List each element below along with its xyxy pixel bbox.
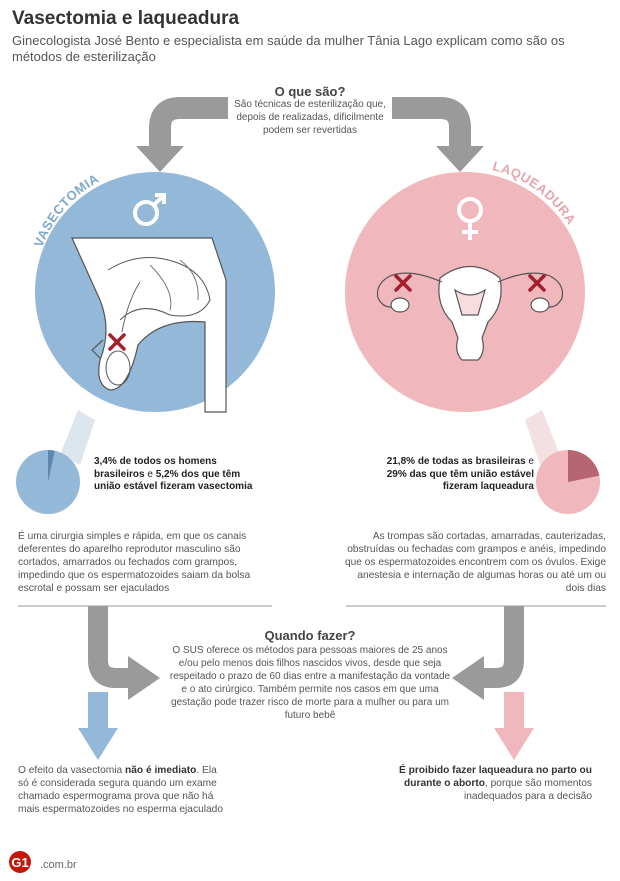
tubal-stat: 21,8% de todas as brasileiras e 29% das … <box>372 456 534 494</box>
tubal-description: As trompas são cortadas, amarradas, caut… <box>344 531 606 594</box>
uterus-illustration <box>376 266 564 361</box>
tubal-stat-connector: e <box>525 456 534 467</box>
what-are-title: O que são? <box>274 84 346 99</box>
what-are-text: São técnicas de esterilização que, depoi… <box>234 99 386 136</box>
tubal-pie-slice <box>568 450 600 482</box>
vasectomy-stat-connector: e <box>144 468 156 480</box>
g1-logo[interactable]: G1 <box>8 848 40 881</box>
vasectomy-description: É uma cirurgia simples e rápida, em que … <box>18 531 251 594</box>
vasectomy-note: O efeito da vasectomia não é imediato. E… <box>18 764 228 816</box>
tubal-pie-chart <box>536 450 600 514</box>
vasectomy-stat: 3,4% de todos os homens brasileiros e 5,… <box>94 456 264 494</box>
tubal-cut-mark-right-icon <box>528 274 546 292</box>
page-title: Vasectomia e laqueadura <box>12 8 240 29</box>
vasectomy-cut-mark-icon <box>108 333 126 351</box>
arrow-left-elbow-icon <box>88 606 130 688</box>
arrow-top-left-icon <box>149 97 228 150</box>
vasectomy-pie-slice <box>48 450 55 482</box>
arrow-blue-down-head-icon <box>78 728 118 760</box>
vasectomy-note-post: . Ela só é considerada segura quando um … <box>18 765 223 815</box>
arrow-top-left-head-icon <box>136 146 184 172</box>
g1-logo-mark: G1 <box>9 851 31 873</box>
arrow-pink-down-shaft-icon <box>504 692 524 730</box>
tubal-note-bold: É proibido fazer laqueadura no parto ou … <box>398 765 592 789</box>
female-symbol-icon <box>457 197 483 240</box>
male-anatomy-illustration <box>71 237 227 413</box>
tubal-cut-mark-left-icon <box>394 274 412 292</box>
arrow-pink-down-head-icon <box>494 728 534 760</box>
arrow-top-right-head-icon <box>436 146 484 172</box>
tubal-pie-connector <box>525 410 560 465</box>
vasectomy-pie-chart <box>16 450 80 514</box>
vasectomy-stat-part2: 5,2% dos que têm união estável fizeram v… <box>94 468 253 493</box>
arrow-top-right-icon <box>392 97 471 150</box>
arrow-blue-down-shaft-icon <box>88 692 108 730</box>
logo-suffix: .com.br <box>40 859 77 871</box>
when-title: Quando fazer? <box>264 628 356 643</box>
g1-logo-letter: G1 <box>11 855 28 870</box>
tubal-stat-part2: 29% das que têm união estável fizeram la… <box>386 468 534 493</box>
arrow-right-elbow-icon <box>482 606 524 688</box>
arrow-right-elbow-head-icon <box>452 656 484 700</box>
tubal-note-post: , porque são momentos inadequados para a… <box>463 778 592 802</box>
vasectomy-note-bold: não é imediato <box>125 765 197 776</box>
vasectomy-stat-part1: 3,4% de todos os homens brasileiros <box>94 456 217 480</box>
vasectomy-note-pre: O efeito da vasectomia <box>18 765 126 776</box>
tubal-stat-part1: 21,8% de todas as brasileiras <box>386 456 526 467</box>
when-text: O SUS oferece os métodos para pessoas ma… <box>169 645 451 721</box>
page-subtitle: Ginecologista José Bento e especialista … <box>12 33 565 64</box>
vasectomy-pie-connector <box>60 410 95 465</box>
arrow-left-elbow-head-icon <box>128 656 160 700</box>
male-symbol-icon <box>133 193 166 226</box>
tubal-note: É proibido fazer laqueadura no parto ou … <box>392 764 592 803</box>
